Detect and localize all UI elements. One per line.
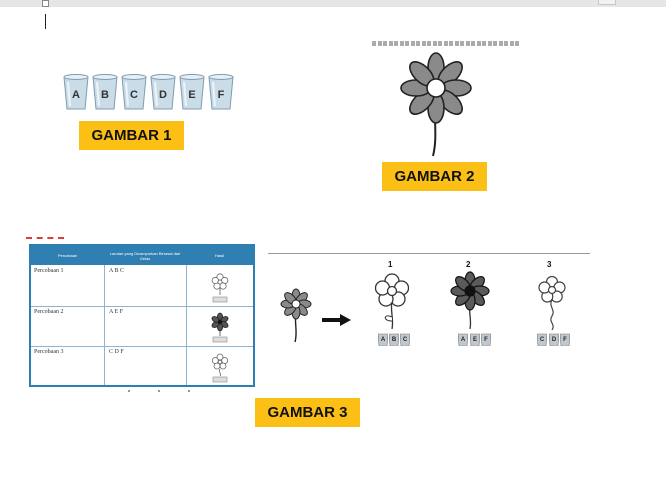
result-flower-icon xyxy=(211,273,229,303)
result-number: 2 xyxy=(466,260,471,269)
result-flower-icon xyxy=(450,271,490,329)
cup-label: F xyxy=(217,89,225,101)
divider-line xyxy=(268,253,590,254)
table-cell: Percobaan 1 xyxy=(34,268,64,274)
result-flower-icon xyxy=(211,353,229,383)
mini-cup: A xyxy=(457,333,469,347)
mini-cup: F xyxy=(559,333,571,347)
mini-cup-label: E xyxy=(472,337,477,343)
gambar-3-label: GAMBAR 3 xyxy=(255,398,360,427)
mini-cup: C xyxy=(536,333,548,347)
cup-label: B xyxy=(101,89,109,101)
mini-cup: F xyxy=(480,333,492,347)
mini-cup: C xyxy=(399,333,411,347)
table-cell: A E F xyxy=(109,309,124,315)
mini-cup: A xyxy=(377,333,389,347)
cup: C xyxy=(121,74,147,110)
arrow-right-icon xyxy=(322,314,351,326)
mini-cup-label: A xyxy=(460,337,466,343)
cup: B xyxy=(92,74,118,110)
cup-label: D xyxy=(159,89,167,101)
result-number: 1 xyxy=(388,260,393,269)
cups-figure: A B C D E F xyxy=(63,74,237,114)
table-cell: Percobaan 3 xyxy=(34,349,64,355)
cup-label: E xyxy=(188,89,196,101)
mini-cup: E xyxy=(469,333,481,347)
header-cell: Percobaan xyxy=(57,253,78,258)
mini-cup-label: B xyxy=(391,337,397,343)
header-cell: Larutan yang Dicampurkan Berasal dari Ge… xyxy=(109,250,181,261)
text-cursor xyxy=(45,14,46,29)
gambar-1-label: GAMBAR 1 xyxy=(79,121,184,150)
result-number: 3 xyxy=(547,260,552,269)
table-divider xyxy=(31,306,253,307)
mini-cup: B xyxy=(388,333,400,347)
mini-cup-label: C xyxy=(402,337,408,343)
table-cell: A B C xyxy=(109,268,125,274)
flower-illustration xyxy=(400,52,472,157)
resize-handle[interactable] xyxy=(42,0,49,7)
mini-cup-label: D xyxy=(551,337,557,343)
table-cell: C D F xyxy=(109,349,124,355)
result-flower-icon xyxy=(538,275,566,330)
cup: A xyxy=(63,74,89,110)
results-table: Percobaan Larutan yang Dicampurkan Beras… xyxy=(29,244,255,387)
mini-cup-label: F xyxy=(563,337,567,343)
gambar-2-label: GAMBAR 2 xyxy=(382,162,487,191)
spell-underline xyxy=(26,237,64,239)
result-flower-icon xyxy=(374,273,410,329)
ruler-corner xyxy=(598,0,616,5)
top-ruler xyxy=(0,0,666,7)
original-flower-icon xyxy=(280,288,312,343)
table-divider xyxy=(186,265,187,385)
result-flower-icon xyxy=(211,312,229,343)
cup-label: A xyxy=(72,89,80,101)
cup: F xyxy=(208,74,234,110)
mini-cup-label: F xyxy=(484,337,488,343)
cup-label: C xyxy=(130,89,138,101)
cropped-text xyxy=(128,390,198,392)
mini-cup-label: C xyxy=(539,337,545,343)
table-divider xyxy=(31,346,253,347)
mini-cup: D xyxy=(548,333,560,347)
cup: D xyxy=(150,74,176,110)
table-header: Percobaan Larutan yang Dicampurkan Beras… xyxy=(31,246,253,265)
mini-cup-label: A xyxy=(380,337,386,343)
cup: E xyxy=(179,74,205,110)
cropped-text xyxy=(372,41,520,46)
table-divider xyxy=(104,265,105,385)
table-cell: Percobaan 2 xyxy=(34,309,64,315)
header-cell: Hasil xyxy=(215,253,224,258)
